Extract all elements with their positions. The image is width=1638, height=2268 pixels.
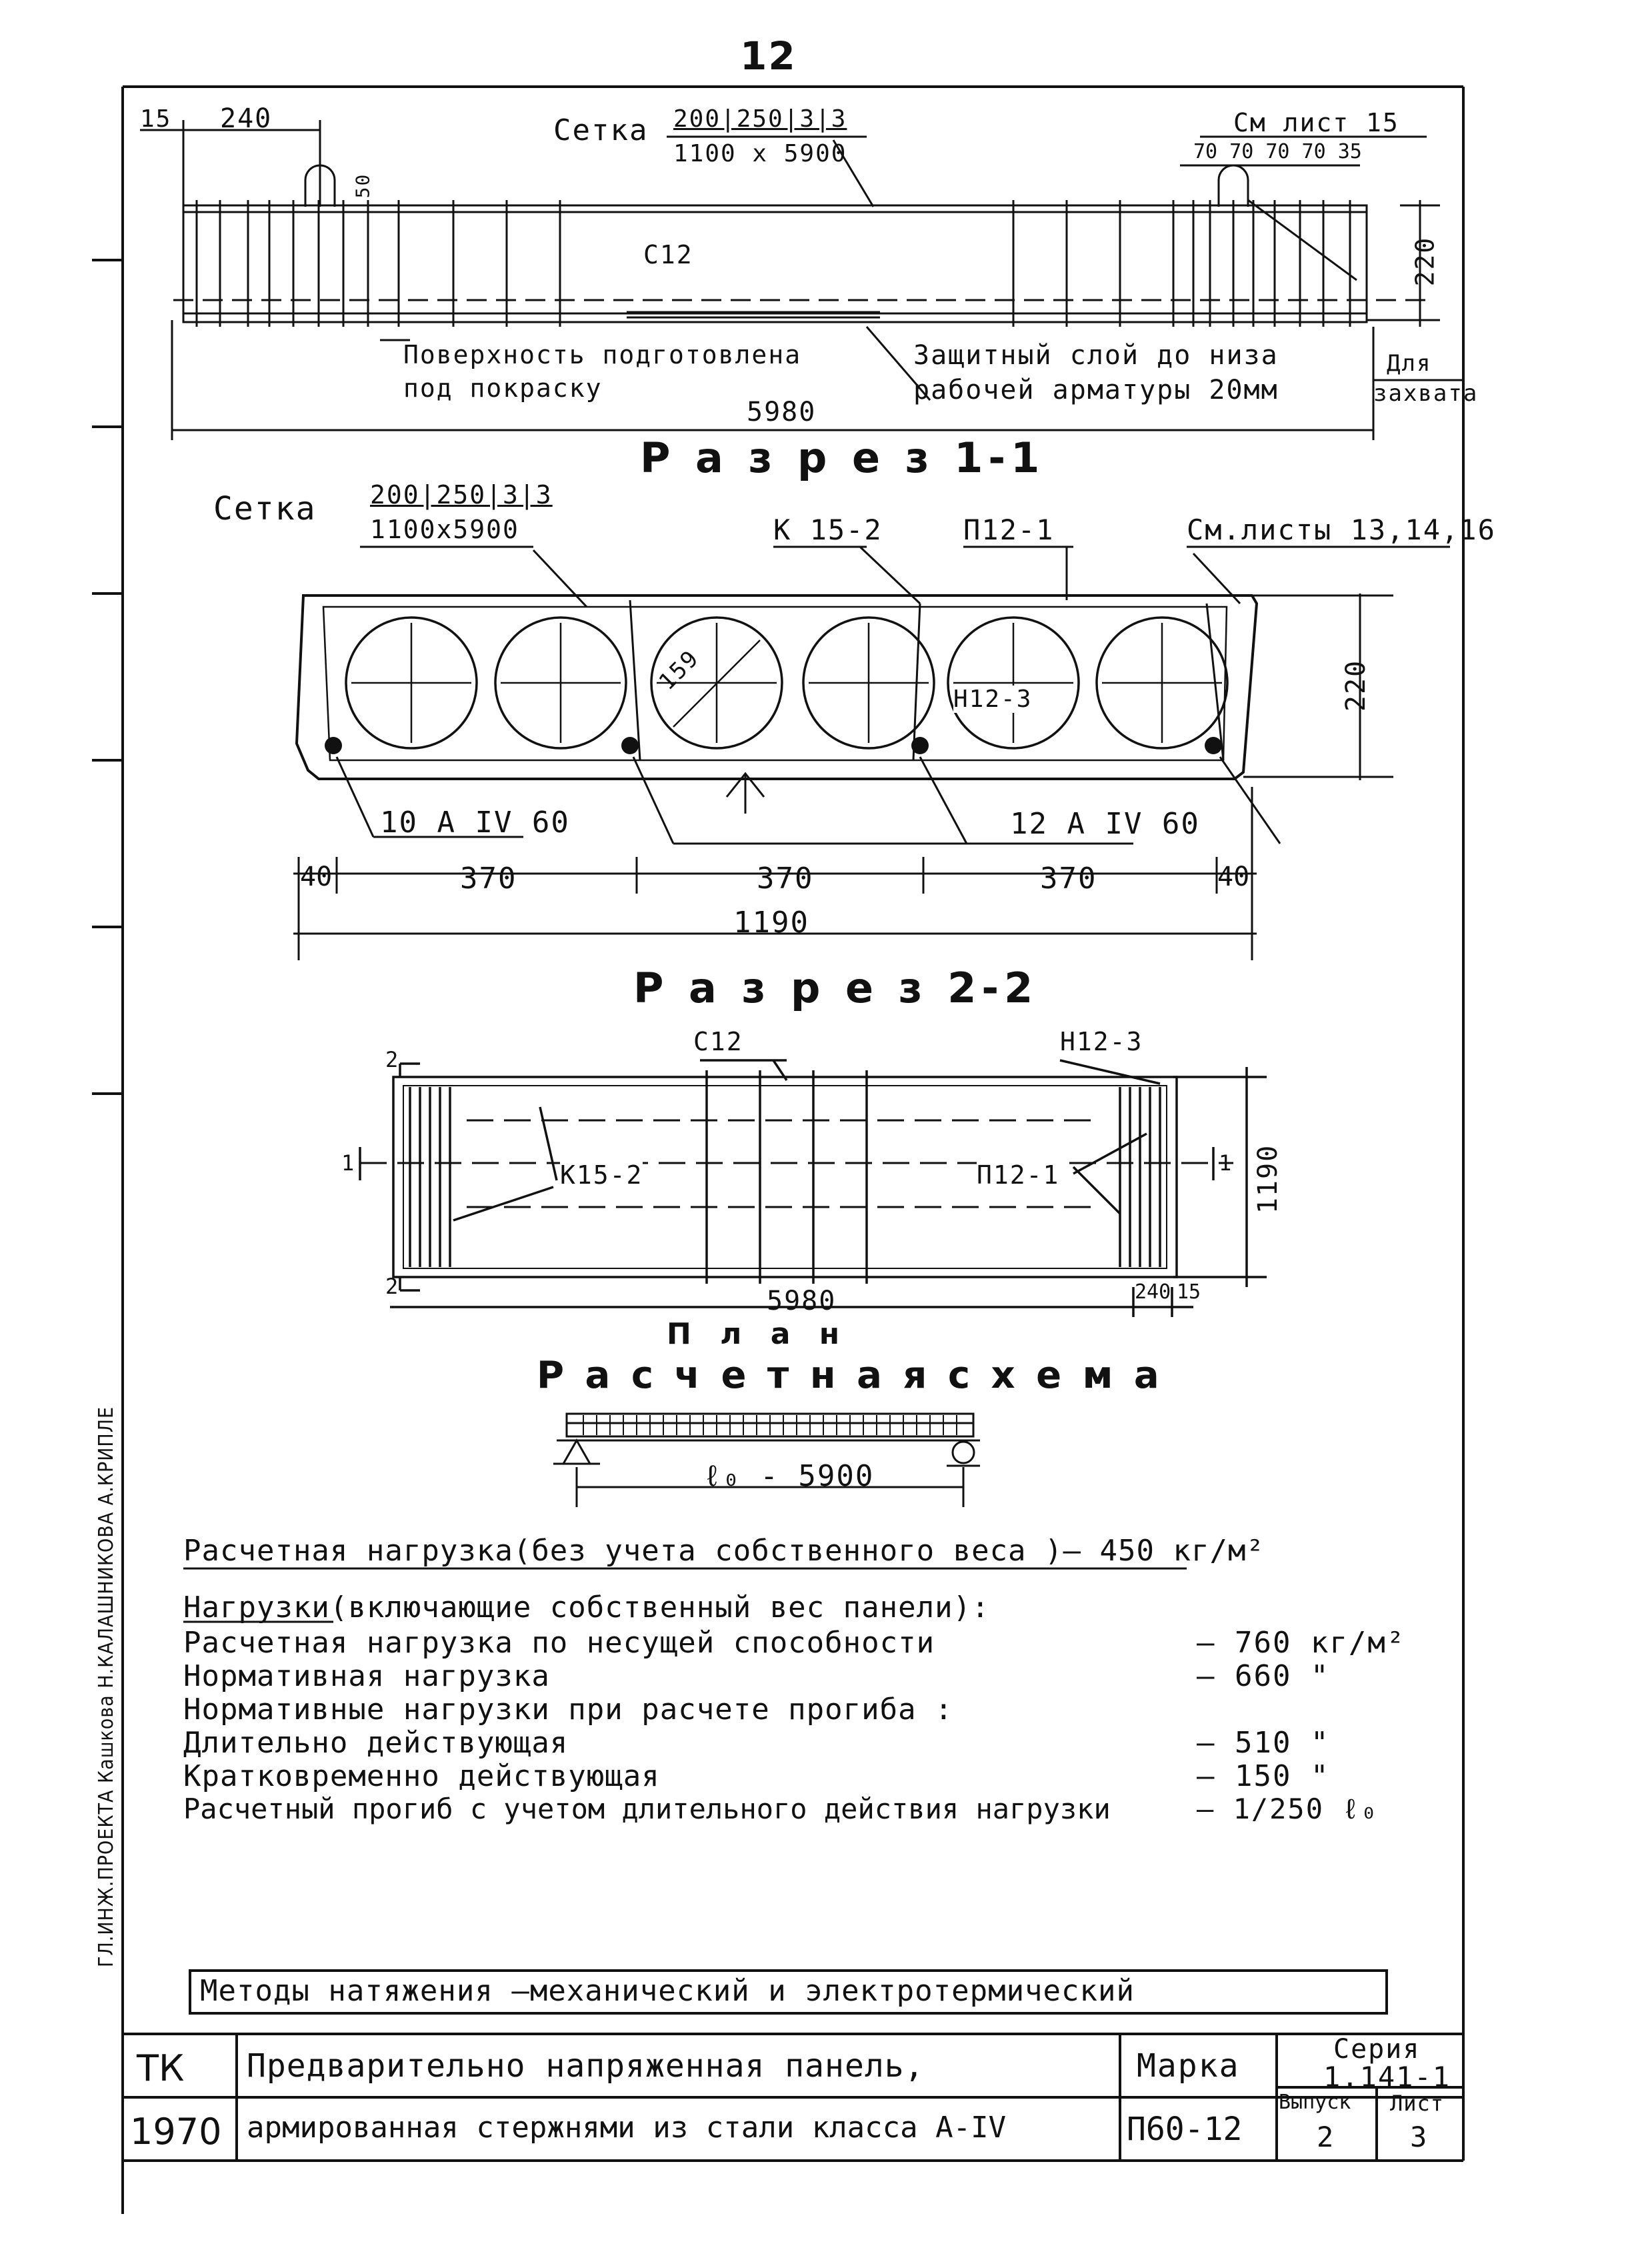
frame-label-k15-2: К 15-2	[773, 513, 883, 546]
note-cover-1: Защитный слой до низа	[913, 340, 1279, 371]
length-dim-5980-top: 5980	[747, 397, 817, 427]
cut-mark-left: 1	[341, 1150, 356, 1176]
design-load-line: Расчетная нагрузка(без учета собственног…	[183, 1534, 1265, 1568]
rebar-12-a-iv: 12 А IV 60	[1010, 807, 1200, 841]
issue-label: Выпуск	[1279, 2091, 1351, 2114]
load-row-label-0: Расчетная нагрузка по несущей способност…	[183, 1626, 935, 1660]
title-block-year: 1970	[130, 2111, 222, 2153]
height-dim-220-s1: 220	[1341, 659, 1372, 712]
title-block-org: ТК	[137, 2047, 185, 2089]
mesh-label-s1: Сетка	[213, 490, 317, 527]
mesh-spec-bottom-s1: 1100x5900	[370, 515, 519, 544]
scheme-title: Р а с ч е т н а я с х е м а	[537, 1354, 1163, 1397]
dims-right: 70 70 70 70 35	[1193, 140, 1362, 163]
width-dim-1190-s2: 1190	[1253, 1144, 1284, 1214]
ref-sheet-15: См лист 15	[1233, 108, 1399, 137]
cut-mark-bottom: 2	[385, 1274, 400, 1299]
load-row-label-2: Нормативные нагрузки при расчете прогиба…	[183, 1692, 953, 1727]
mesh-spec-top-s1: 200|250|3|3	[370, 480, 553, 509]
dim-240-s2: 240	[1135, 1280, 1171, 1304]
section-1-title: Р а з р е з 1-1	[640, 433, 1045, 482]
cage-label-p12-1: П12-1	[963, 513, 1055, 546]
dim-370-a: 370	[460, 862, 517, 896]
issue-value: 2	[1317, 2121, 1335, 2153]
cut-mark-top: 2	[385, 1047, 400, 1072]
bar-label-n12-3: Н12-3	[953, 686, 1033, 713]
title-line-1: Предварительно напряженная панель,	[247, 2047, 925, 2085]
bar-label-n12-3-s2: Н12-3	[1060, 1027, 1143, 1056]
sheet-label: Лист	[1390, 2091, 1445, 2116]
load-row-value-4: — 150 "	[1197, 1759, 1330, 1793]
load-row-label-1: Нормативная нагрузка	[183, 1659, 550, 1693]
dim-370-b: 370	[757, 862, 814, 896]
height-dim-220-top: 220	[1410, 236, 1440, 287]
page-number: 12	[740, 33, 797, 79]
dim-40-left: 40	[300, 862, 333, 892]
ref-sheets-13-14-16: См.листы 13,14,16	[1187, 513, 1496, 546]
series-value: 1.141-1	[1323, 2061, 1451, 2093]
note-cover-2: рабочей арматуры 20мм	[913, 375, 1279, 405]
dim-370-c: 370	[1040, 862, 1097, 896]
mesh-label-top: Сетка	[553, 113, 649, 147]
dim-40-right: 40	[1217, 862, 1250, 892]
mesh-spec-bottom: 1100 x 5900	[673, 140, 847, 167]
dim-15-s2: 15	[1177, 1280, 1201, 1304]
side-stamp: ГЛ.ИНЖ.ПРОЕКТА Кашкова Н.КАЛАШНИКОВА А.К…	[95, 1406, 118, 1967]
mark-label: Марка	[1137, 2047, 1240, 2085]
dim-15: 15	[140, 105, 172, 133]
load-row-value-1: — 660 "	[1197, 1659, 1330, 1693]
note-lift-2: захвата	[1373, 380, 1479, 407]
dim-240: 240	[220, 103, 273, 134]
plan-title: П л а н	[667, 1317, 849, 1351]
hook-dim: 50	[351, 173, 374, 199]
section-2-title: Р а з р е з 2-2	[633, 964, 1039, 1012]
load-row-label-3: Длительно действующая	[183, 1726, 569, 1760]
load-row-value-0: — 760 кг/м²	[1197, 1626, 1406, 1660]
loads-header: Нагрузки(включающие собственный вес пане…	[183, 1590, 990, 1624]
load-row-value-5: — 1/250 ℓ₀	[1197, 1793, 1379, 1825]
mesh-spec-top: 200|250|3|3	[673, 105, 847, 133]
cut-mark-right: 1	[1219, 1150, 1233, 1176]
bar-label-c12-s2: С12	[693, 1027, 743, 1056]
width-dim-1190-s1: 1190	[733, 906, 809, 940]
rebar-10-a-iv: 10 А IV 60	[380, 806, 570, 840]
note-surface-2: под покраску	[403, 373, 603, 403]
series-label: Серия	[1333, 2034, 1421, 2065]
scheme-span: ℓ₀ - 5900	[703, 1459, 875, 1493]
cage-label-p12-1-s2: П12-1	[977, 1160, 1060, 1190]
load-row-label-4: Кратковременно действующая	[183, 1759, 660, 1793]
note-surface-1: Поверхность подготовлена	[403, 340, 802, 369]
bar-label-c12: С12	[643, 240, 693, 269]
length-dim-5980-s2: 5980	[767, 1286, 837, 1316]
methods-text: Методы натяжения —механический и электро…	[200, 1974, 1135, 2008]
sheet-value: 3	[1410, 2121, 1429, 2153]
frame-label-k15-2-s2: К15-2	[560, 1160, 643, 1190]
mark-value: П60-12	[1127, 2111, 1243, 2148]
load-row-label-5: Расчетный прогиб с учетом длительного де…	[183, 1793, 1111, 1825]
title-line-2: армированная стержнями из стали класса А…	[247, 2111, 1007, 2145]
note-lift-1: Для	[1387, 350, 1432, 377]
load-row-value-3: — 510 "	[1197, 1726, 1330, 1760]
